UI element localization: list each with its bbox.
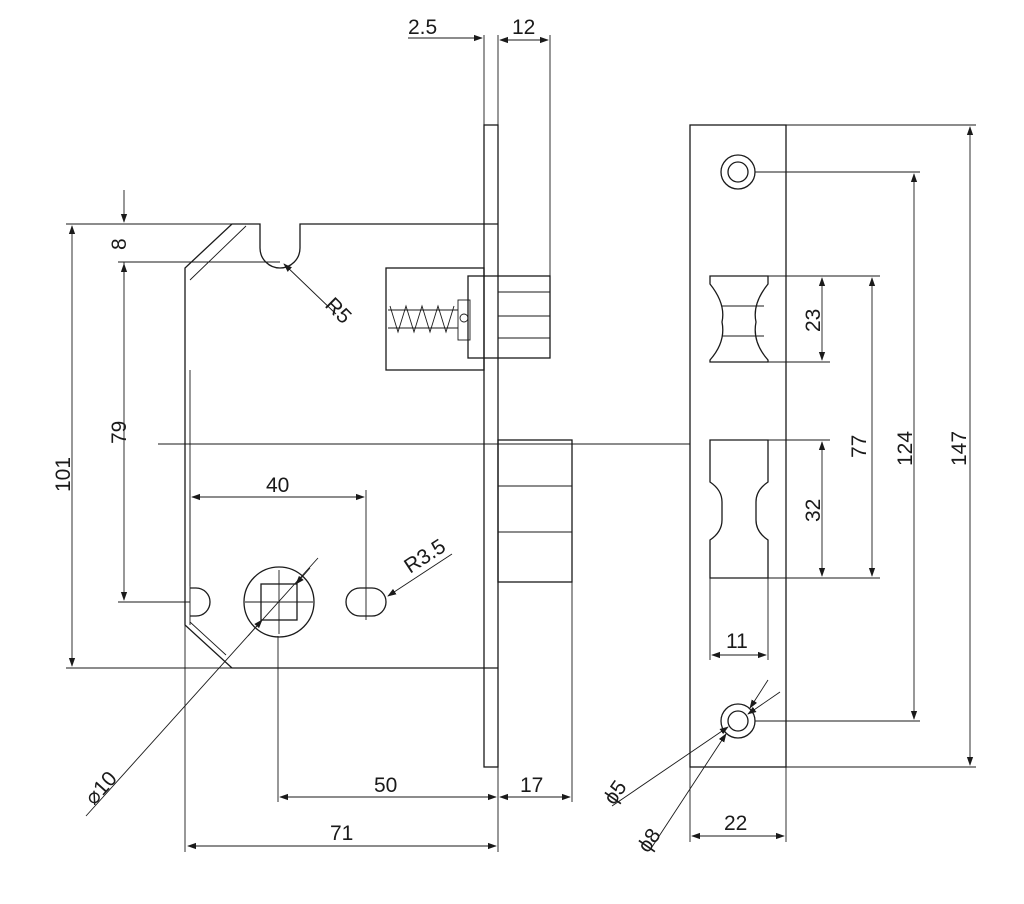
deadbolt-slot [709, 275, 769, 363]
dim-latch-height: 32 [802, 499, 825, 522]
dim-notch-radius: R5 [320, 293, 355, 328]
follower-assembly [190, 566, 387, 638]
dim-hole-spacing: 40 [266, 474, 289, 497]
faceplate [483, 124, 499, 768]
dim-screw-centers: 124 [894, 431, 917, 466]
left-oval-hole [190, 587, 211, 617]
dim-bolt-centers: 77 [848, 435, 871, 458]
dim-square-diameter: ⌀10 [81, 767, 122, 809]
lock-body-view [158, 35, 690, 768]
dim-plate-width: 22 [724, 812, 747, 835]
follower-circle [243, 566, 315, 638]
lock-case-outline [184, 223, 498, 669]
spring-coil [389, 304, 455, 334]
dim-deadbolt-height: 23 [802, 309, 825, 332]
latch-slot [709, 439, 769, 579]
dim-case-depth: 71 [330, 822, 353, 845]
bottom-screw-hole-inner [727, 710, 749, 732]
faceplate-front-view [689, 124, 787, 768]
deadbolt-housing [385, 267, 485, 371]
bottom-screw-hole-outer [720, 703, 756, 739]
top-screw-hole-inner [727, 161, 749, 183]
dimension-lines: 2.5 12 8 79 101 40 R3.5 R5 ⌀10 [52, 16, 976, 857]
dim-bolt-projection: 12 [512, 16, 535, 39]
dim-backset: 50 [374, 774, 397, 797]
dim-screw-hole-small: ϕ5 [599, 776, 631, 808]
case-chamfer-inner [189, 225, 247, 281]
latch-bolt-outline [497, 439, 573, 583]
spring-seat [457, 299, 471, 341]
top-screw-hole-outer [720, 154, 756, 190]
latch-bolt [497, 439, 573, 583]
dim-top-offset: 8 [108, 238, 131, 250]
dim-plate-length: 147 [948, 431, 971, 466]
dim-faceplate-thickness: 2.5 [408, 16, 437, 39]
dim-body-height: 101 [52, 457, 75, 492]
dim-latch-projection: 17 [520, 774, 543, 797]
dim-follower-to-top: 79 [108, 421, 131, 444]
dim-screw-hole-large: ϕ8 [633, 824, 665, 856]
spring-pin [459, 313, 469, 323]
deadbolt-bar [467, 275, 551, 359]
dim-latch-width: 11 [726, 630, 748, 653]
front-plate [689, 124, 787, 768]
case-chamfer-inner-bottom [189, 621, 227, 656]
deadbolt-assembly [385, 267, 551, 371]
